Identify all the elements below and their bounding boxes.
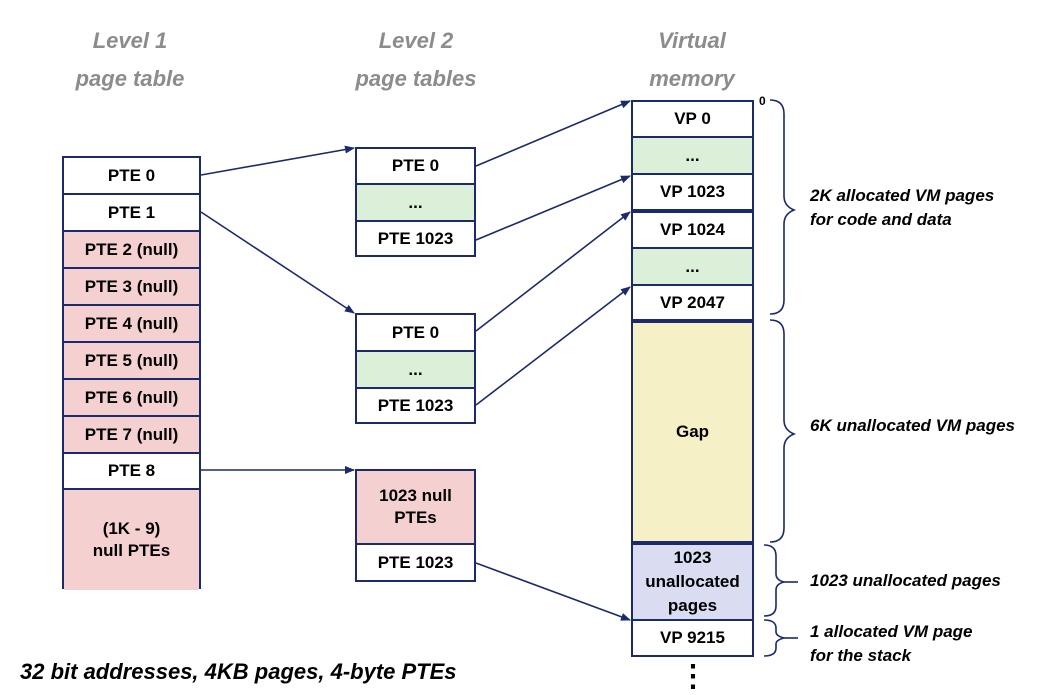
brace-gap bbox=[769, 319, 797, 543]
l2c-pte-1023: PTE 1023 bbox=[357, 545, 474, 580]
vm-ellipsis-1: ... bbox=[633, 138, 752, 175]
arrow-l2a-pte1023-to-vp1023 bbox=[475, 175, 631, 241]
annotation-gap: 6K unallocated VM pages bbox=[810, 416, 1015, 435]
virtual-memory-group-2: VP 1024 ... VP 2047 bbox=[631, 211, 754, 321]
level2-page-table-b: PTE 0 ... PTE 1023 bbox=[355, 313, 476, 424]
l2a-pte-1023: PTE 1023 bbox=[357, 222, 474, 255]
vm-ellipsis-2: ... bbox=[633, 249, 752, 286]
l2a-ellipsis: ... bbox=[357, 185, 474, 222]
level2-page-table-a: PTE 0 ... PTE 1023 bbox=[355, 147, 476, 257]
l1-pte-7: PTE 7 (null) bbox=[64, 417, 199, 454]
brace-unallocated bbox=[763, 544, 785, 617]
l1-pte-8: PTE 8 bbox=[64, 454, 199, 490]
arrow-l1-pte1-to-l2b bbox=[200, 211, 355, 314]
l1-pte-2: PTE 2 (null) bbox=[64, 232, 199, 269]
l2b-ellipsis: ... bbox=[357, 352, 474, 389]
vm-gap: Gap bbox=[633, 323, 752, 541]
l1-pte-0: PTE 0 bbox=[64, 158, 199, 195]
arrow-l2b-pte0-to-vp1024 bbox=[475, 211, 631, 332]
virtual-memory-group-1: VP 0 ... VP 1023 bbox=[631, 100, 754, 211]
l1-pte-3: PTE 3 (null) bbox=[64, 269, 199, 306]
annotation-stack: 1 allocated VM page for the stack bbox=[810, 622, 973, 665]
level2-header: Level 2 page tables bbox=[355, 28, 477, 91]
vm-unallocated: 1023 unallocated pages bbox=[633, 545, 752, 621]
l1-pte-6: PTE 6 (null) bbox=[64, 380, 199, 417]
continuation-dots: ⋮ bbox=[678, 660, 708, 693]
vm-vp-2047: VP 2047 bbox=[633, 286, 752, 319]
l1-pte-4: PTE 4 (null) bbox=[64, 306, 199, 343]
virtual-memory-gap: Gap bbox=[631, 321, 754, 543]
level2-page-table-c: 1023 null PTEs PTE 1023 bbox=[355, 469, 476, 582]
brace-code-data bbox=[769, 99, 797, 315]
level1-page-table: PTE 0 PTE 1 PTE 2 (null) PTE 3 (null) PT… bbox=[62, 156, 201, 590]
l2b-pte-1023: PTE 1023 bbox=[357, 389, 474, 422]
arrow-l2c-pte1023-to-vp9215 bbox=[475, 562, 631, 621]
footer-caption: 32 bit addresses, 4KB pages, 4-byte PTEs bbox=[20, 659, 457, 684]
virtual-memory-stack: 1023 unallocated pages VP 9215 bbox=[631, 543, 754, 657]
l1-null-ptes: (1K - 9) null PTEs bbox=[64, 490, 199, 590]
vm-vp-1024: VP 1024 bbox=[633, 213, 752, 249]
vm-header: Virtual memory bbox=[649, 28, 735, 91]
annotation-unallocated: 1023 unallocated pages bbox=[810, 571, 1001, 590]
vm-vp-0: VP 0 bbox=[633, 102, 752, 138]
l2a-pte-0: PTE 0 bbox=[357, 149, 474, 185]
arrow-l1-pte0-to-l2a bbox=[200, 145, 355, 176]
brace-stack bbox=[763, 619, 785, 657]
annotation-code-data: 2K allocated VM pages for code and data bbox=[810, 186, 995, 229]
arrow-l2b-pte1023-to-vp2047 bbox=[475, 286, 631, 406]
level1-header: Level 1 page table bbox=[75, 28, 185, 91]
l2b-pte-0: PTE 0 bbox=[357, 315, 474, 352]
vm-vp-9215: VP 9215 bbox=[633, 621, 752, 655]
l1-pte-5: PTE 5 (null) bbox=[64, 343, 199, 380]
vm-vp-1023: VP 1023 bbox=[633, 175, 752, 209]
vm-address-zero: 0 bbox=[759, 94, 766, 108]
l2c-null-ptes: 1023 null PTEs bbox=[357, 471, 474, 545]
arrow-l2a-pte0-to-vp0 bbox=[475, 100, 631, 167]
l1-pte-1: PTE 1 bbox=[64, 195, 199, 232]
